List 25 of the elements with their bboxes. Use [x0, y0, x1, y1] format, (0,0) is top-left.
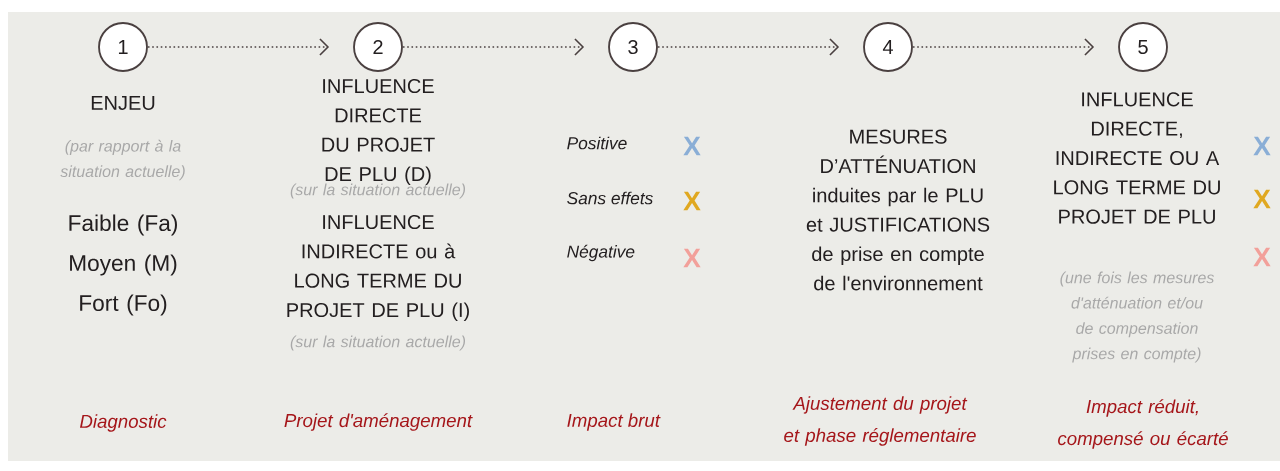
note-text: (une fois les mesures d'atténuation et/ou de compensation prises en compte) — [1060, 271, 1214, 363]
option-text: Sans effets — [567, 191, 653, 205]
arrow — [402, 38, 585, 56]
option-text: Négative — [567, 244, 635, 262]
level-text: Moyen (M) — [70, 254, 177, 276]
note-text: (sur la situation actuelle) — [290, 183, 466, 199]
level-text: Faible (Fa) — [69, 214, 177, 236]
phase-label: Projet d'aménagement — [284, 413, 473, 431]
rating-mark: X — [1253, 136, 1271, 156]
phase-label: Diagnostic — [80, 414, 167, 432]
phase-label: Ajustement du projet et phase réglementaire — [784, 396, 976, 446]
rating-mark: X — [683, 191, 701, 211]
phase-label: Impact réduit, compensé ou écarté — [1058, 399, 1228, 449]
rating-mark: X — [1253, 189, 1271, 209]
arrow — [657, 38, 840, 56]
arrow — [147, 38, 330, 56]
note-text: (par rapport à la situation actuelle) — [60, 139, 185, 181]
note-text: (sur la situation actuelle) — [290, 335, 466, 351]
arrow — [912, 38, 1095, 56]
heading-text: INFLUENCE INDIRECTE ou à LONG TERME DU PROJET DE PLU (I) — [287, 214, 469, 322]
rating-mark: X — [683, 248, 701, 268]
level-text: Fort (Fo) — [80, 294, 167, 316]
rating-mark: X — [683, 136, 701, 156]
rating-mark: X — [1253, 247, 1271, 267]
phase-label: Impact brut — [567, 413, 661, 431]
